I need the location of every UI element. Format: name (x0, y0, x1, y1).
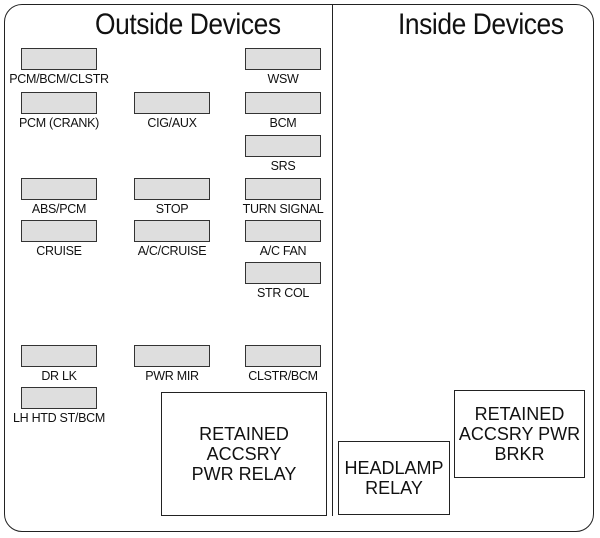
fuse-label: STR COL (256, 286, 310, 300)
fuse-label: PCM/BCM/CLSTR (9, 72, 109, 86)
fuse-label: PWR MIR (145, 369, 199, 383)
fuse-label: SRS (270, 159, 296, 173)
fuse-turn-signal[interactable] (245, 178, 321, 200)
fuse-label: CLSTR/BCM (248, 369, 318, 383)
fuse-label: CRUISE (36, 244, 82, 258)
fuse-pcm-crank[interactable] (21, 92, 97, 114)
fuse-label: A/C/CRUISE (137, 244, 207, 258)
fuse-stop[interactable] (134, 178, 210, 200)
fuse-lh-htd-st-bcm[interactable] (21, 387, 97, 409)
relay-label-line: PWR RELAY (191, 464, 297, 485)
fuse-srs[interactable] (245, 135, 321, 157)
retained-accsry-pwr-relay[interactable]: RETAINED ACCSRY PWR RELAY (161, 392, 327, 516)
fuse-wsw[interactable] (245, 48, 321, 70)
fuse-dr-lk[interactable] (21, 345, 97, 367)
relay-label-line: RELAY (365, 478, 423, 498)
fuse-label: LH HTD ST/BCM (13, 411, 105, 425)
inside-devices-title: Inside Devices (398, 8, 564, 41)
fuse-label: WSW (267, 72, 299, 86)
relay-label-line: HEADLAMP (344, 457, 444, 478)
section-divider (332, 4, 333, 516)
fuse-bcm[interactable] (245, 92, 321, 114)
fuse-cruise[interactable] (21, 220, 97, 242)
fuse-ac-cruise[interactable] (134, 220, 210, 242)
fuse-pcm-bcm-clstr[interactable] (21, 48, 97, 70)
fuse-label: A/C FAN (259, 244, 307, 258)
fuse-label: PCM (CRANK) (18, 116, 100, 130)
fuse-label: CIG/AUX (147, 116, 197, 130)
relay-label-line: ACCSRY (206, 443, 282, 464)
fuse-label: TURN SIGNAL (242, 202, 324, 216)
fuse-label: BCM (269, 116, 297, 130)
fuse-cig-aux[interactable] (134, 92, 210, 114)
relay-label-line: RETAINED (474, 403, 565, 424)
fuse-label: STOP (155, 202, 189, 216)
fuse-panel-frame (4, 4, 594, 532)
fuse-label: DR LK (41, 369, 77, 383)
outside-devices-title: Outside Devices (95, 8, 281, 41)
fuse-clstr-bcm[interactable] (245, 345, 321, 367)
fuse-label: ABS/PCM (31, 202, 87, 216)
relay-label-line: ACCSRY PWR (458, 423, 581, 444)
fuse-ac-fan[interactable] (245, 220, 321, 242)
retained-accsry-pwr-breaker[interactable]: RETAINED ACCSRY PWR BRKR (454, 390, 585, 478)
fuse-abs-pcm[interactable] (21, 178, 97, 200)
relay-label-line: BRKR (494, 444, 545, 465)
headlamp-relay[interactable]: HEADLAMP RELAY (338, 441, 450, 515)
fuse-str-col[interactable] (245, 262, 321, 284)
fuse-pwr-mir[interactable] (134, 345, 210, 367)
relay-label-line: RETAINED (199, 423, 289, 444)
